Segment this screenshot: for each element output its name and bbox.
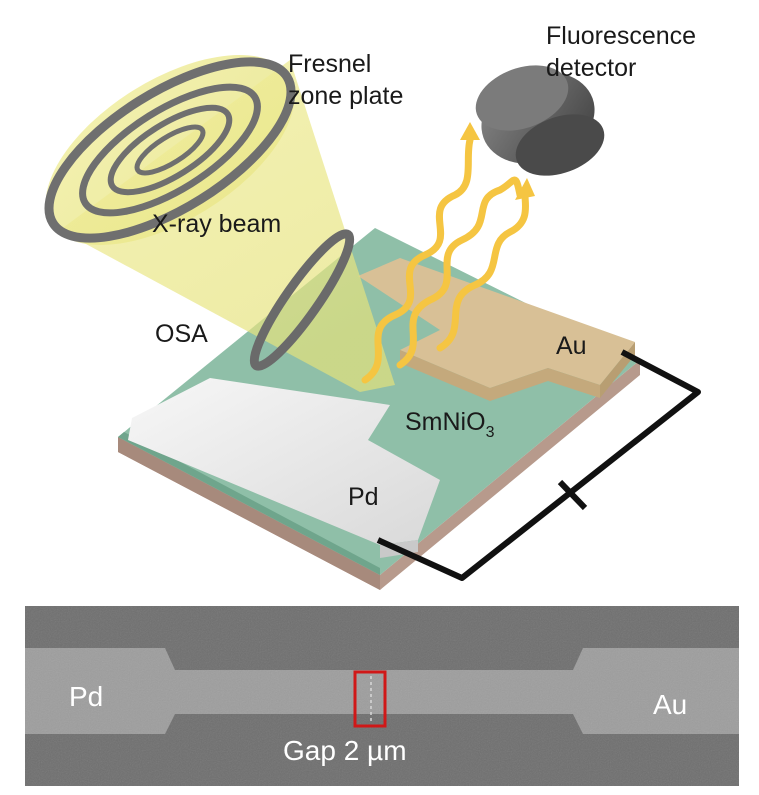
fluorescence-detector [475, 65, 605, 176]
label-osa: OSA [155, 320, 208, 348]
label-fresnel-line2: zone plate [288, 82, 403, 110]
fluorescence-waves [361, 136, 530, 384]
fluorescence-arrowheads [460, 122, 535, 200]
device-schematic: Fresnel zone plate Fluorescence detector… [44, 22, 701, 590]
label-smnio3: SmNiO3 [405, 408, 495, 441]
voltage-source-mark [557, 479, 588, 511]
label-au: Au [556, 332, 587, 360]
sem-label-au: Au [653, 689, 687, 720]
gap-box [353, 670, 387, 728]
label-xray-beam: X-ray beam [152, 210, 281, 238]
au-electrode [358, 258, 635, 401]
label-fluorescence-line1: Fluorescence [546, 22, 696, 50]
label-fluorescence-line2: detector [546, 54, 636, 82]
label-pd: Pd [348, 483, 379, 511]
sem-label-gap: Gap 2 µm [283, 735, 407, 766]
osa-aperture [249, 229, 355, 371]
circuit-wire [376, 349, 701, 581]
fresnel-zone-plate [44, 57, 296, 243]
label-fresnel-line1: Fresnel [288, 50, 371, 78]
sem-label-pd: Pd [69, 681, 103, 712]
sem-micrograph: Pd Au Gap 2 µm [25, 606, 739, 786]
